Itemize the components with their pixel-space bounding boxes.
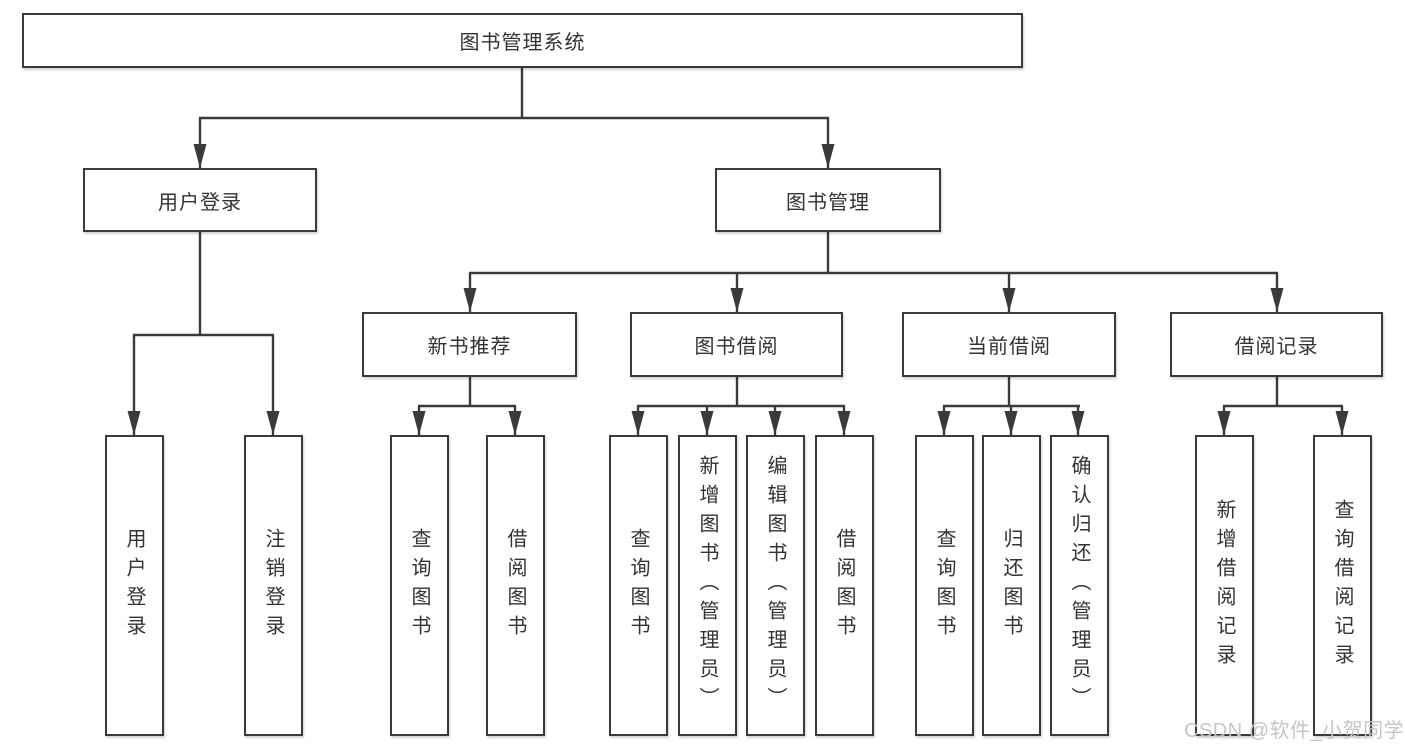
- csdn-watermark: CSDN @软件_小贺同学: [1184, 720, 1405, 742]
- leaf-bb-query-books: 查询图书: [609, 435, 668, 736]
- leaf-br-add-record: 新增借阅记录: [1195, 435, 1254, 736]
- node-borrowing-records: 借阅记录: [1170, 312, 1383, 377]
- node-library-management-system: 图书管理系统: [22, 13, 1023, 68]
- leaf-br-query-record: 查询借阅记录: [1313, 435, 1372, 736]
- node-current-borrowing: 当前借阅: [902, 312, 1116, 377]
- leaf-bb-borrow-books: 借阅图书: [815, 435, 874, 736]
- leaf-bb-edit-book-admin: 编辑图书（管理员）: [746, 435, 805, 736]
- leaf-bb-add-book-admin: 新增图书（管理员）: [678, 435, 737, 736]
- leaf-nbr-query-books: 查询图书: [390, 435, 449, 736]
- node-user-login: 用户登录: [83, 168, 317, 232]
- leaf-user-login: 用户登录: [105, 435, 164, 736]
- leaf-logout: 注销登录: [244, 435, 303, 736]
- leaf-cb-query-books: 查询图书: [915, 435, 974, 736]
- leaf-cb-return-books: 归还图书: [982, 435, 1041, 736]
- leaf-cb-confirm-return-admin: 确认归还（管理员）: [1050, 435, 1109, 736]
- node-book-borrowing: 图书借阅: [630, 312, 843, 377]
- node-new-book-recommend: 新书推荐: [362, 312, 577, 377]
- node-book-management: 图书管理: [715, 168, 941, 232]
- leaf-nbr-borrow-books: 借阅图书: [486, 435, 545, 736]
